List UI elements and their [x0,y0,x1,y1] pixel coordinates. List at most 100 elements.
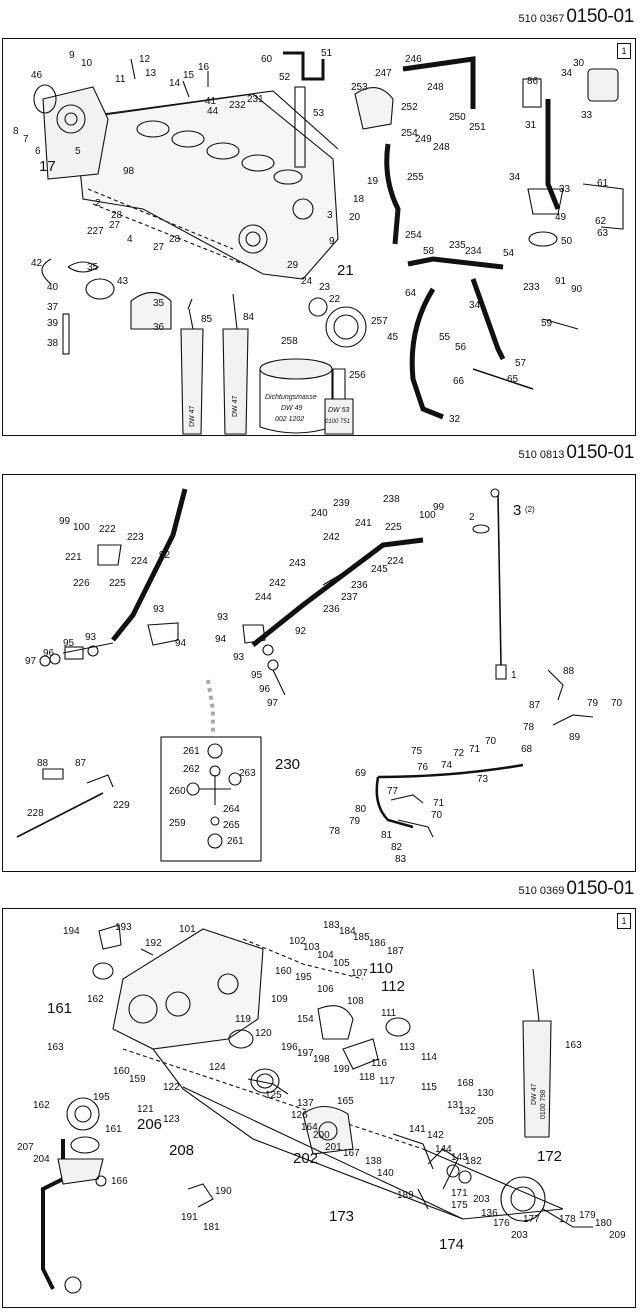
part-callout-major: 202 [293,1150,319,1167]
part-callout: 2 [95,198,101,209]
part-callout: 254 [405,230,422,241]
part-callout: 242 [269,578,286,589]
part-callout: 75 [411,746,423,757]
part-callout: 76 [417,762,429,773]
part-callout: 140 [377,1168,394,1179]
part-callout: 40 [47,282,59,293]
part-callout: 236 [351,580,368,591]
part-callout-major: 161 [47,1000,73,1017]
tube-84-label: DW 47 [232,395,239,417]
part-callout: 5 [75,146,81,157]
part-callout: 95 [63,638,75,649]
part-callout: 201 [325,1142,342,1153]
part-callout: 252 [401,102,418,113]
part-callout: 259 [169,818,186,829]
part-callout-major: 21 [337,262,354,279]
part-callout: 243 [289,558,306,569]
part-callout: 81 [381,830,393,841]
part-callout: 97 [267,698,279,709]
part-callout: 184 [339,926,356,937]
sheet-tag: 1 [617,913,631,929]
part-callout: 238 [383,494,400,505]
part-callout: 126 [291,1110,308,1121]
part-callout: 73 [477,774,489,785]
part-callout: 96 [43,648,55,659]
part-callout: 102 [289,936,306,947]
drawing-header-2: 510 0813 0150-01 [518,442,634,464]
part-callout: 117 [379,1076,395,1087]
part-callout: 197 [297,1048,314,1059]
part-callout: 161 [105,1124,122,1135]
part-callout: 257 [371,316,388,327]
part-callout: 96 [259,684,271,695]
part-callout: 64 [405,288,417,299]
part-callout-major: 112 [381,978,405,995]
part-callout: 13 [145,68,157,79]
part-callout: 194 [63,926,80,937]
part-callout: 94 [215,634,227,645]
part-callout: 34 [469,300,481,311]
part-callout: 63 [597,228,609,239]
part-callout: 34 [561,68,573,79]
part-callout: 12 [139,54,151,65]
engine-block-drawing [33,51,624,435]
drawing-group-code: 0150-01 [566,878,634,899]
part-callout: 199 [333,1064,350,1075]
part-callout: 42 [31,258,43,269]
part-callout: 262 [183,764,200,775]
drawing-number-prefix: 510 0369 [518,885,565,897]
part-callout-major: 173 [329,1208,355,1225]
part-callout: 236 [323,604,340,615]
part-callout: 79 [587,698,599,709]
part-callout: 195 [295,972,312,983]
part-callout: 105 [333,958,350,969]
part-callout: 192 [145,938,162,949]
part-callout: 240 [311,508,328,519]
part-callout-major: 17 [39,158,56,175]
part-callout-major: 172 [537,1148,563,1165]
part-callout: 143 [451,1152,468,1163]
part-callout: 235 [449,240,466,251]
part-callout: 18 [353,194,365,205]
part-callout: 185 [353,932,370,943]
part-callout: 160 [113,1066,130,1077]
part-callout: 138 [365,1156,382,1167]
part-callout: 225 [385,522,402,533]
part-callout: 198 [313,1054,330,1065]
part-callout: 87 [529,700,541,711]
part-callout: 95 [251,670,263,681]
part-callout: 190 [215,1186,232,1197]
part-callout: 32 [449,414,461,425]
part-callout: 141 [409,1124,426,1135]
part-callout: 247 [375,68,392,79]
part-callout: 113 [399,1042,415,1053]
part-callout: 74 [441,760,453,771]
part-callout: 86 [527,76,539,87]
part-callout: 261 [183,746,200,757]
part-callout: 263 [239,768,256,779]
part-callout: 108 [347,996,364,1007]
part-callout: 124 [209,1062,226,1073]
part-callout: 24 [301,276,313,287]
part-callout: 191 [181,1212,198,1223]
part-callout: 165 [337,1096,354,1107]
part-callout: 80 [355,804,367,815]
part-callout-major: 174 [439,1236,465,1253]
part-callout: 248 [433,142,450,153]
part-callout: 60 [261,54,273,65]
part-callout: 226 [73,578,90,589]
part-callout: 137 [297,1098,314,1109]
part-callout: 200 [313,1130,330,1141]
part-callout: 11 [115,74,126,85]
part-callout: 111 [381,1008,397,1019]
part-callout: 93 [85,632,97,643]
part-callout: 241 [355,518,372,529]
part-callout: 223 [127,532,144,543]
can-title-label: Dichtungsmasse [265,394,317,401]
part-callout: 100 [73,522,90,533]
part-callout: 164 [301,1122,318,1133]
tube-85-label: DW 47 [189,405,196,427]
part-callout: 94 [175,638,187,649]
part-callout-major: 230 [275,756,301,773]
part-callout: 120 [255,1028,272,1039]
